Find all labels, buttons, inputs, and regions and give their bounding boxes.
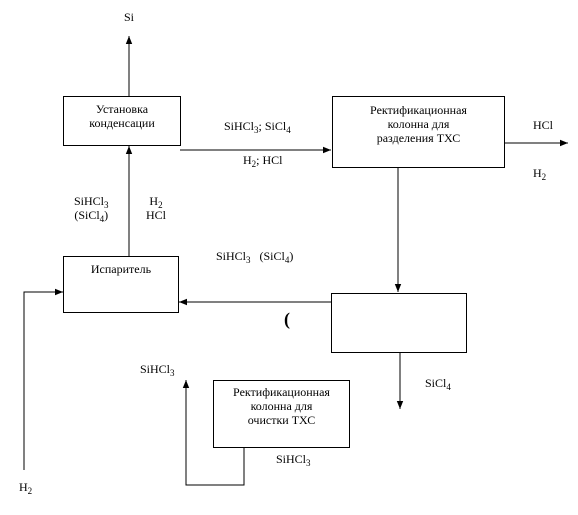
label-h2-hcl-mid: H2; HCl — [243, 153, 283, 169]
t1bs: 4 — [286, 125, 291, 135]
rect-purification-line-1: Ректификационная — [233, 385, 330, 399]
t10as: 3 — [306, 458, 311, 468]
t4be: ) — [104, 208, 109, 222]
t10a: SiHCl — [276, 452, 307, 466]
t5b: HCl — [146, 208, 167, 222]
t4bs: 4 — [99, 214, 105, 224]
t1sep: ; — [258, 119, 265, 133]
t5a: H — [149, 194, 159, 208]
rect-column-separation-box: Ректификационная колонна для разделения … — [332, 96, 505, 168]
rect-separation-line-1: Ректификационная — [370, 103, 467, 117]
t2r: ; HCl — [256, 153, 283, 167]
label-hcl-out: HCl — [533, 118, 554, 132]
t3a: H — [533, 166, 542, 180]
condensation-unit-line-1: Установка — [95, 102, 149, 116]
t5as: 2 — [158, 200, 163, 210]
t1as: 3 — [254, 125, 259, 135]
t8a: SiCl — [425, 376, 447, 390]
rect-separation-line-3: разделения ТХС — [376, 131, 461, 145]
rect-purification-line-2: колонна для — [250, 399, 313, 413]
arrow-h2-feed — [23, 288, 63, 470]
label-h2-in: H2 — [19, 480, 33, 496]
t3as: 2 — [541, 172, 547, 182]
label-sihcl3-feed: SiHCl3 — [276, 452, 311, 468]
t8as: 4 — [446, 382, 451, 392]
t1b: SiCl — [264, 119, 287, 133]
label-sicl4-out: SiCl4 — [425, 376, 451, 392]
rect-separation-line-2: колонна для — [387, 117, 450, 131]
t4as: 3 — [104, 200, 109, 210]
t1a: SiHCl — [224, 119, 255, 133]
paren-mark: ( — [284, 309, 290, 329]
evaporator-box: Испаритель — [63, 256, 179, 313]
condensation-unit-box: Установка конденсации — [63, 96, 181, 146]
rect-column-purification-box: Ректификационная колонна для очистки ТХС — [213, 380, 350, 448]
t6e: ) — [289, 249, 294, 263]
label-sihcl3-sicl4-top: SiHCl3; SiCl4 — [224, 119, 291, 135]
unlabeled-unit-box — [331, 293, 467, 353]
t7as: 2 — [27, 486, 33, 496]
t6m: (SiCl — [250, 249, 285, 263]
label-sihcl3-sicl4-left: SiHCl3 (SiCl4) — [74, 194, 109, 224]
arrow-purif-product — [182, 380, 245, 486]
label-si: Si — [124, 10, 135, 24]
t7a: H — [19, 480, 28, 494]
evaporator-label: Испаритель — [90, 262, 152, 276]
t9a: SiHCl — [140, 362, 171, 376]
t6as: 3 — [246, 255, 251, 265]
label-h2-out: H2 — [533, 166, 547, 182]
label-sihcl3-sicl4-recycle: SiHCl3 (SiCl4) — [216, 249, 294, 265]
rect-purification-line-3: очистки ТХС — [247, 413, 316, 427]
label-h2-hcl-right: H2 HCl — [146, 194, 166, 222]
t4a: SiHCl — [74, 194, 105, 208]
t6a: SiHCl — [216, 249, 247, 263]
t6bs: 4 — [284, 255, 290, 265]
label-sihcl3-product: SiHCl3 — [140, 362, 175, 378]
t2as: 2 — [251, 159, 257, 169]
condensation-unit-line-2: конденсации — [89, 116, 155, 130]
t4b: (SiCl — [74, 208, 100, 222]
t9as: 3 — [170, 368, 175, 378]
t2a: H — [243, 153, 252, 167]
